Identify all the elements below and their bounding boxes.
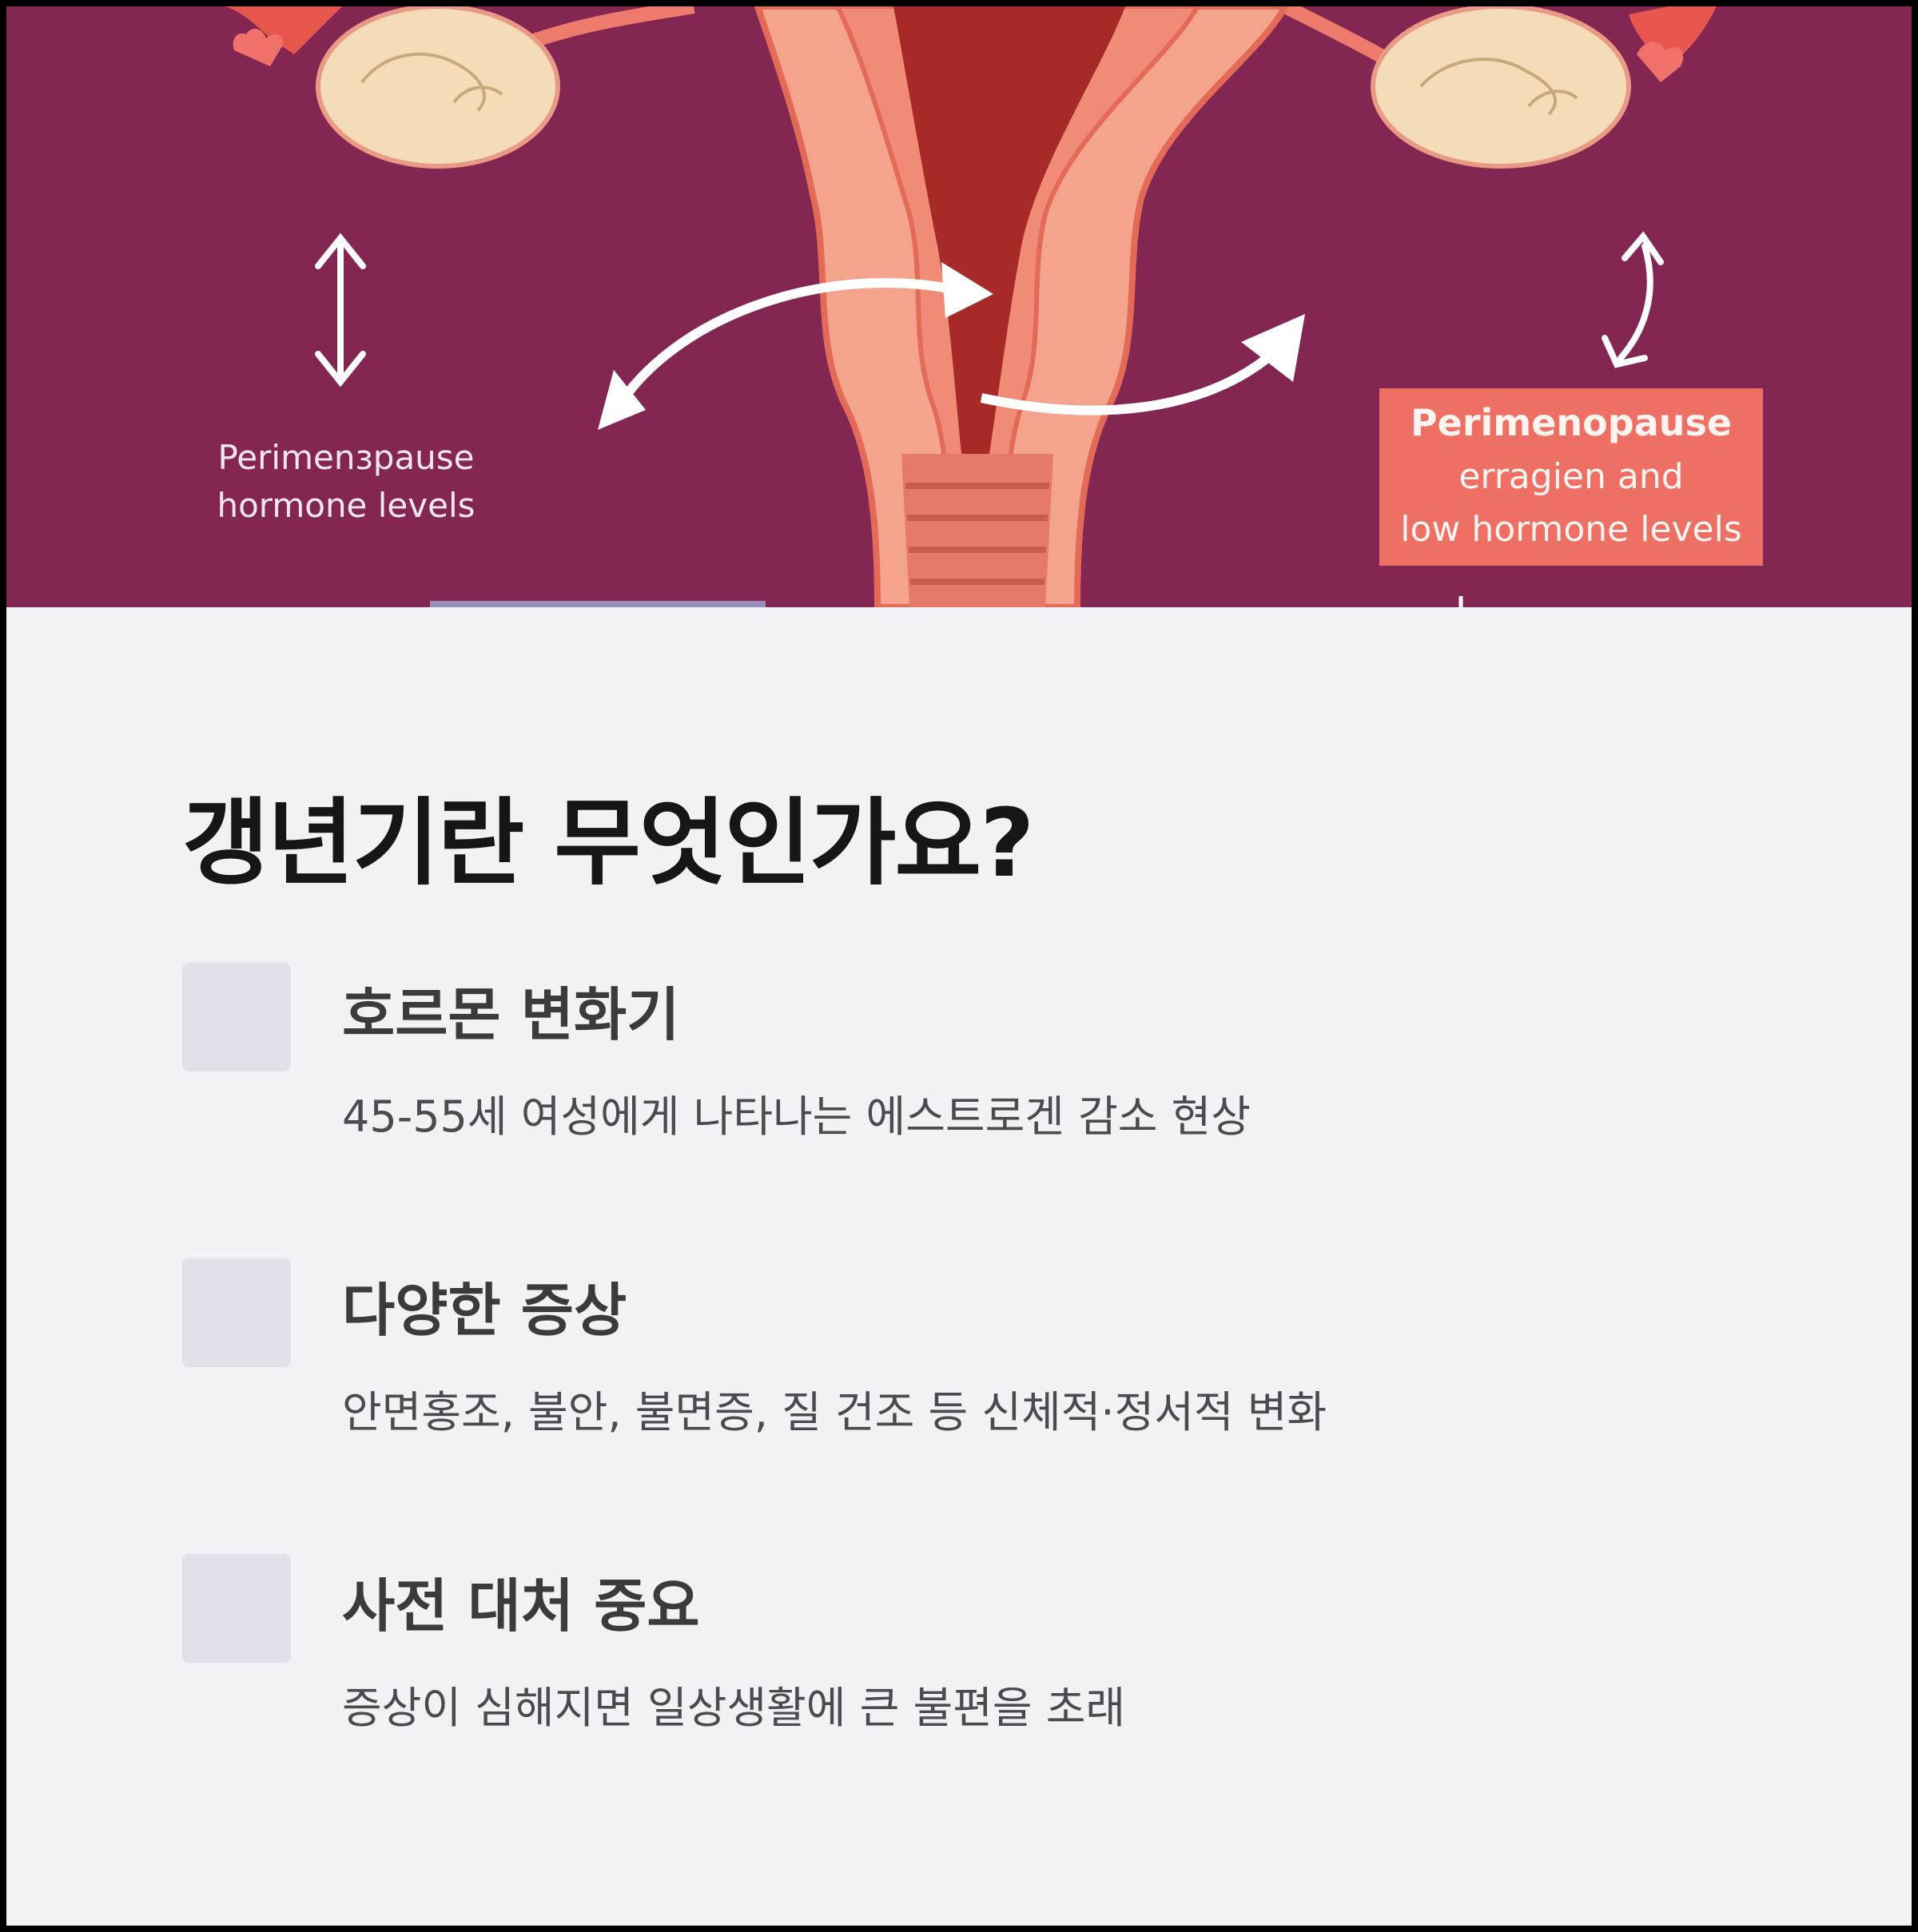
list-item-symptoms: 다양한 증상 안면홍조, 불안, 불면증, 질 건조 등 신체적·정서적 변화 [182,1258,1781,1498]
uterine-cavity [893,6,1125,454]
curved-arrow-left-icon [598,262,993,430]
hero-left-label-line2: hormone levels [217,486,476,525]
hero-box-line1: Perimenopause [1410,401,1733,444]
item-description: 안면홍조, 불안, 불면증, 질 건조 등 신체적·정서적 변화 [342,1387,1327,1437]
hero-box-line2: erragien and [1458,456,1684,497]
right-fimbriae [1629,6,1717,66]
curved-arrow-right-icon [980,314,1305,415]
hero-left-label-line1: Perimenɜpause [217,438,475,477]
left-fimbriae [222,6,342,54]
uterus-illustration [222,6,1717,607]
page-frame: Perimenɜpause hormone levels Perimenopau… [6,6,1912,1926]
page-title: 갱년기란 무엇인가요? [182,788,1035,898]
list-item-hormone-change: 호르몬 변화기 45-55세 여성에게 나타나는 에스트로겐 감소 현상 [182,963,1781,1203]
item-icon-placeholder [182,1554,291,1663]
right-ovary [1371,6,1631,169]
hero-box-line3: low hormone levels [1400,509,1742,550]
right-double-arrow-icon [1602,231,1664,368]
item-title: 사전 대처 중요 [342,1572,700,1640]
item-title: 호르몬 변화기 [342,981,680,1048]
item-description: 증상이 심해지면 일상생활에 큰 불편을 초래 [342,1683,1126,1733]
left-double-arrow-icon [315,233,366,388]
item-title: 다양한 증상 [342,1277,627,1344]
item-icon-placeholder [182,1258,291,1367]
hero-illustration: Perimenɜpause hormone levels Perimenopau… [6,6,1912,607]
item-description: 45-55세 여성에게 나타나는 에스트로겐 감소 현상 [342,1091,1251,1142]
left-ovary [316,6,560,169]
list-item-early-care: 사전 대처 중요 증상이 심해지면 일상생활에 큰 불편을 초래 [182,1554,1781,1794]
hero-left-label: Perimenɜpause hormone levels [158,434,534,530]
hero-right-label-box: Perimenopause erragien and low hormone l… [1379,388,1763,566]
item-icon-placeholder [182,963,291,1071]
